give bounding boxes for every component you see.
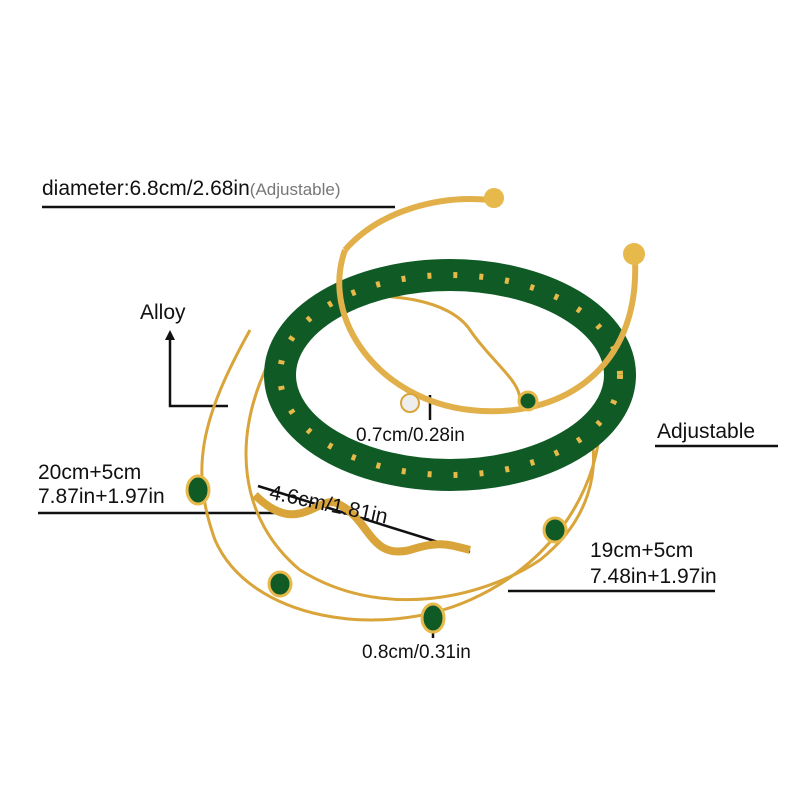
length2-cm-label: 19cm+5cm	[590, 539, 694, 562]
open-cuff-bangle	[336, 248, 639, 415]
length1-cm-label: 20cm+5cm	[38, 461, 142, 484]
material-label: Alloy	[140, 301, 186, 324]
wave-charm	[252, 492, 471, 556]
diameter-label: diameter:6.8cm/2.68in(Adjustable)	[42, 178, 341, 201]
diameter-note: (Adjustable)	[249, 180, 341, 199]
adjustable-label: Adjustable	[657, 420, 756, 443]
gem-size-label: 0.8cm/0.31in	[362, 642, 471, 663]
length2-in-label: 7.48in+1.97in	[590, 565, 717, 588]
leader-lines	[38, 205, 778, 638]
length1-in-label: 7.87in+1.97in	[38, 485, 165, 508]
diameter-text: diameter:6.8cm/2.68in	[42, 177, 250, 200]
stone-size-label: 0.7cm/0.28in	[356, 425, 465, 446]
emerald-gems	[185, 390, 568, 634]
